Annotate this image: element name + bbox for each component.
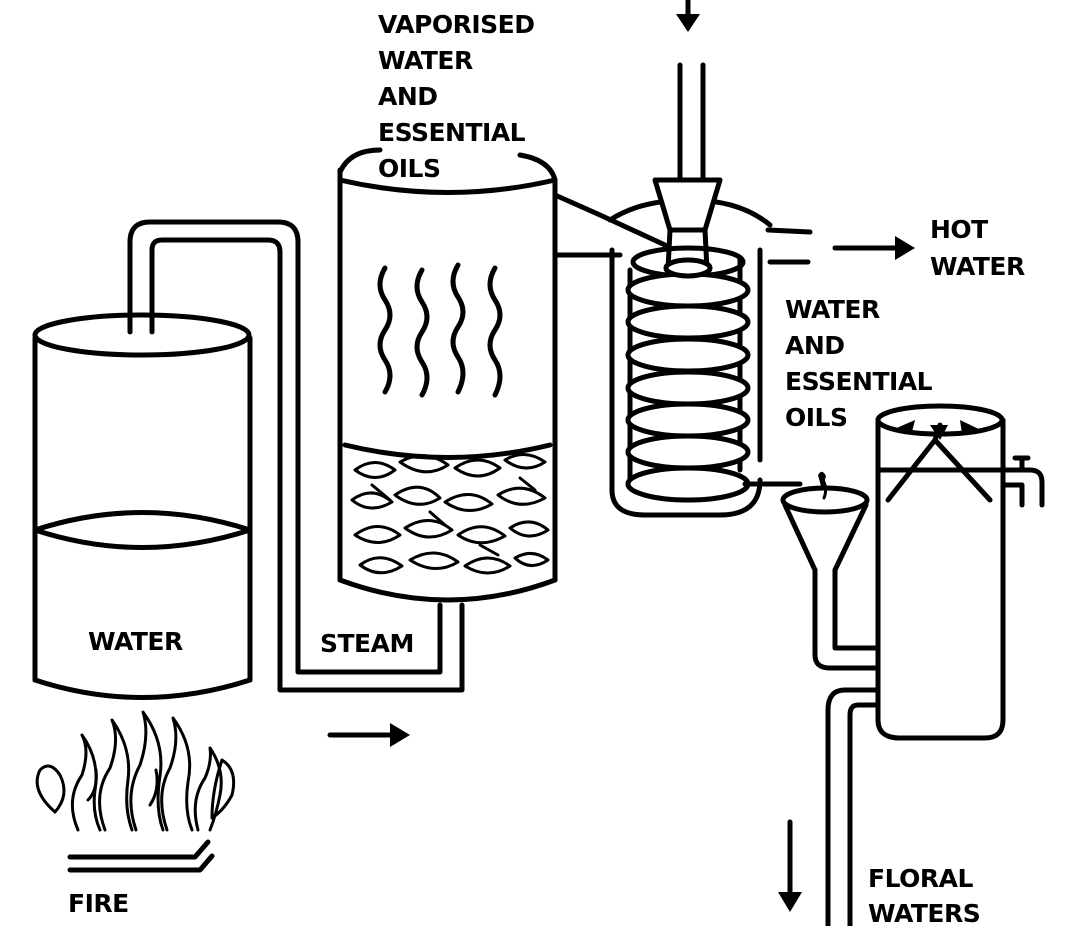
svg-text:FLORAL: FLORAL xyxy=(868,864,973,893)
fire-label: FIRE xyxy=(68,889,129,918)
svg-text:VAPORISED: VAPORISED xyxy=(378,10,534,39)
svg-text:OILS: OILS xyxy=(378,154,441,183)
fire-flames-icon xyxy=(35,710,236,832)
svg-text:AND: AND xyxy=(785,331,845,360)
water-label: WATER xyxy=(88,627,183,656)
svg-text:WATER: WATER xyxy=(785,295,880,324)
vaporised-label: VAPORISED WATER AND ESSENTIAL OILS xyxy=(378,10,535,183)
steam-flow-arrow-icon xyxy=(327,723,410,747)
svg-text:ESSENTIAL: ESSENTIAL xyxy=(378,118,526,147)
cold-water-inlet xyxy=(652,62,723,279)
svg-text:OILS: OILS xyxy=(785,403,848,432)
svg-text:WATERS: WATERS xyxy=(868,899,980,926)
svg-text:HOT: HOT xyxy=(930,215,988,244)
water-level-line xyxy=(32,510,253,550)
svg-text:ESSENTIAL: ESSENTIAL xyxy=(785,367,933,396)
hot-water-arrow-icon xyxy=(832,236,915,260)
condenser-coil xyxy=(625,245,803,503)
hot-water-label: HOT WATER xyxy=(930,215,1025,281)
florentine-flask xyxy=(825,403,1045,926)
separator-funnel xyxy=(780,471,881,671)
vapour-waves-icon xyxy=(377,262,503,398)
burner-plate xyxy=(67,839,215,873)
steam-pipe xyxy=(127,219,465,693)
vapour-pipe xyxy=(552,192,668,258)
svg-text:WATER: WATER xyxy=(378,46,473,75)
flow-arrow-icon xyxy=(676,0,700,32)
distillation-vessel xyxy=(337,147,558,603)
water-and-oils-label: WATER AND ESSENTIAL OILS xyxy=(785,295,933,432)
svg-text:AND: AND xyxy=(378,82,438,111)
water-tank xyxy=(32,312,253,700)
floral-waters-label: FLORAL WATERS xyxy=(868,864,981,926)
steam-label: STEAM xyxy=(320,629,414,658)
plant-material-icon xyxy=(350,453,550,575)
svg-text:WATER: WATER xyxy=(930,252,1025,281)
floral-waters-arrow-icon xyxy=(778,819,802,912)
